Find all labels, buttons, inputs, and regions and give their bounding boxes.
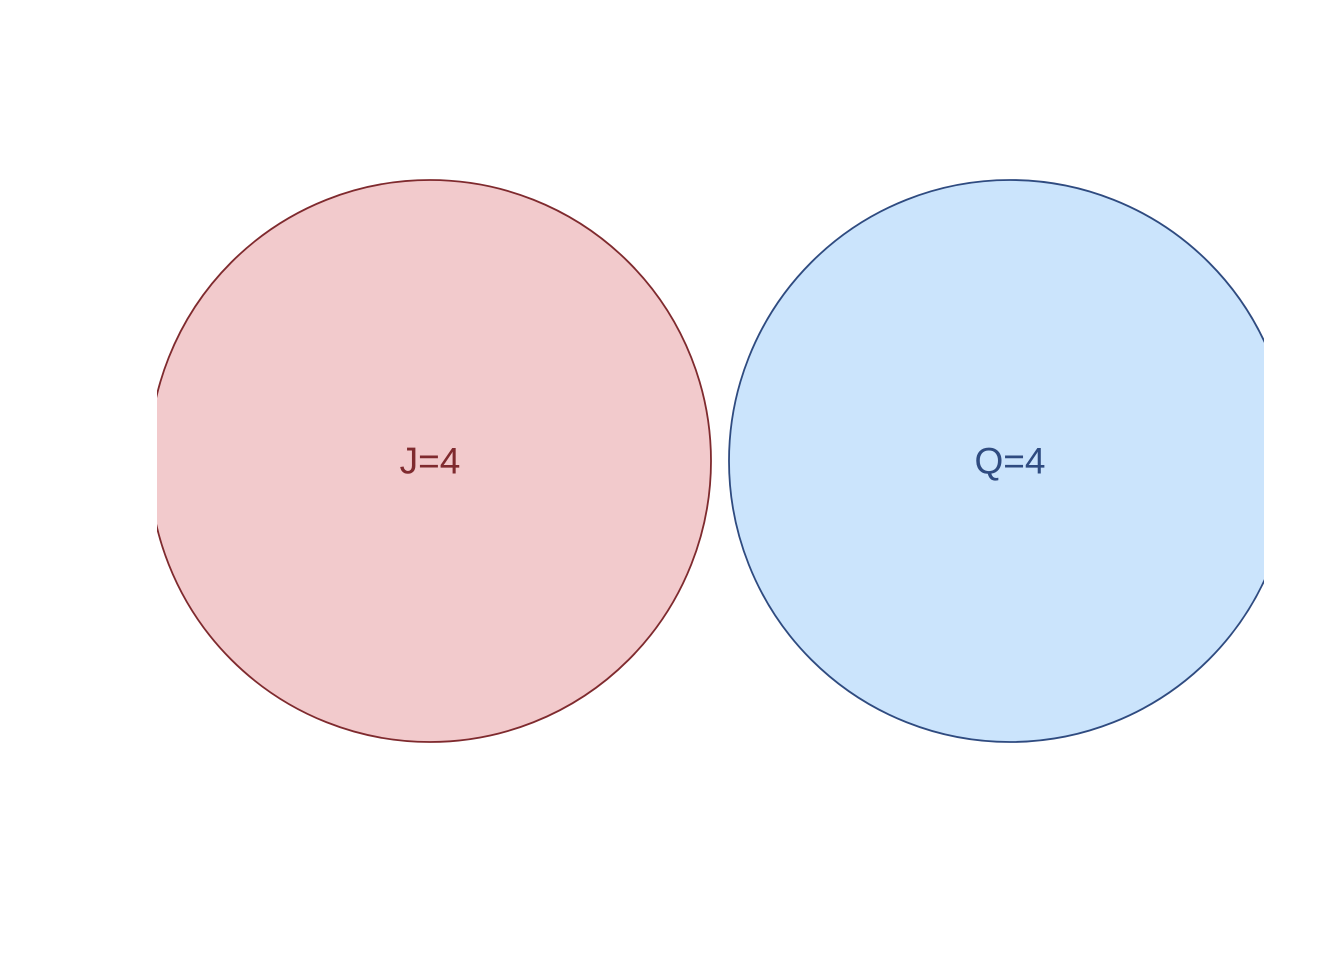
set-j-label: J=4 [400,441,461,482]
set-j-circle [157,179,712,743]
set-q-circle [728,179,1264,743]
set-q-label: Q=4 [975,441,1046,482]
